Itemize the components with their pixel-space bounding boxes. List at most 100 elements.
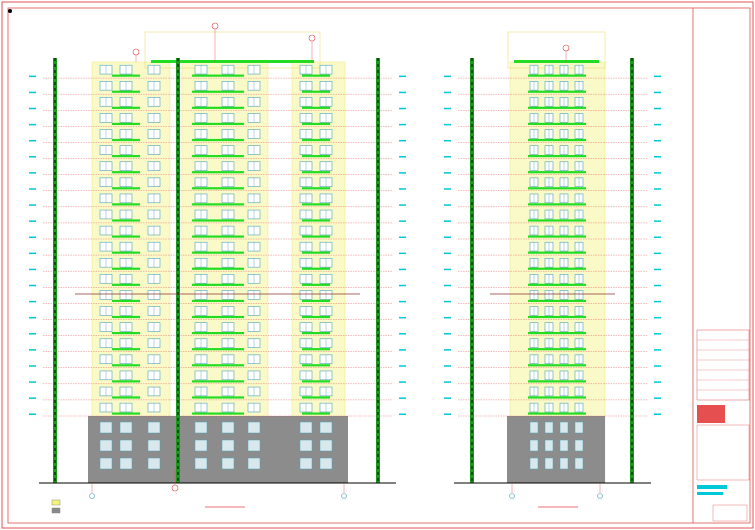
balcony-rail <box>192 412 244 415</box>
level-marker <box>29 188 36 190</box>
balcony-rail <box>112 332 140 335</box>
balcony-rail <box>112 283 140 286</box>
roof-slab <box>151 60 314 63</box>
balcony-rail <box>528 106 586 109</box>
balcony-rail <box>112 364 140 367</box>
level-marker <box>399 220 406 222</box>
level-marker <box>399 156 406 158</box>
base-window <box>221 457 235 470</box>
balcony-rail <box>302 219 330 222</box>
balcony-rail <box>302 396 330 399</box>
level-marker <box>444 300 451 303</box>
level-marker <box>29 172 36 174</box>
level-marker <box>654 349 661 351</box>
level-marker <box>444 397 451 399</box>
balcony-rail <box>528 283 586 286</box>
balcony-rail <box>528 299 586 303</box>
balcony-rail <box>528 90 586 93</box>
balcony-rail <box>192 171 244 174</box>
annotation-balloon <box>171 484 179 492</box>
level-marker <box>444 156 451 158</box>
base-window <box>544 421 554 434</box>
base-window <box>221 421 235 434</box>
balcony-rail <box>302 315 330 319</box>
level-marker <box>444 413 451 415</box>
legend-swatch <box>51 499 61 506</box>
title-block-stamp <box>697 405 725 423</box>
balcony-rail <box>302 90 330 93</box>
balcony-rail <box>302 235 330 238</box>
level-marker <box>29 413 36 415</box>
level-marker <box>444 75 451 78</box>
balcony-rail <box>192 364 244 367</box>
level-marker <box>29 333 36 335</box>
balcony-rail <box>528 187 586 190</box>
balcony-rail <box>528 332 586 335</box>
level-marker <box>444 349 451 351</box>
roof-slab <box>514 60 599 63</box>
balcony-rail <box>302 155 330 158</box>
balcony-rail <box>192 267 244 270</box>
level-marker <box>654 91 661 94</box>
balcony-rail <box>192 106 244 109</box>
base-window <box>529 421 539 434</box>
balcony-rail <box>302 138 330 142</box>
balcony-rail <box>112 74 140 77</box>
level-marker <box>399 123 406 126</box>
balcony-rail <box>192 219 244 222</box>
balcony-rail <box>528 251 586 254</box>
base-window <box>319 439 333 452</box>
level-marker <box>29 91 36 94</box>
roof-crown <box>507 31 606 69</box>
level-marker <box>654 284 661 287</box>
level-marker <box>444 252 451 255</box>
balcony-rail <box>112 267 140 270</box>
base-window <box>544 457 554 470</box>
grid-bubble <box>597 493 603 499</box>
title-block <box>696 329 750 522</box>
balcony-rail <box>528 122 586 126</box>
title-block-project-label <box>697 485 727 489</box>
level-marker <box>654 252 661 255</box>
base-window <box>247 457 261 470</box>
balcony-rail <box>528 155 586 158</box>
base-window <box>299 439 313 452</box>
level-marker <box>399 268 406 271</box>
balcony-rail <box>302 364 330 367</box>
annotation-balloon <box>308 34 316 42</box>
level-marker <box>29 397 36 399</box>
level-marker <box>399 381 406 383</box>
title-block-table <box>696 329 750 401</box>
grid-bubble <box>509 493 515 499</box>
balcony-rail <box>112 380 140 383</box>
base-window <box>119 457 133 470</box>
balcony-rail <box>192 74 244 77</box>
level-marker <box>399 188 406 190</box>
level-marker <box>654 333 661 335</box>
title-block-sheet-label <box>697 492 723 495</box>
title-block-notes <box>696 424 750 481</box>
balcony-rail <box>528 380 586 383</box>
level-marker <box>399 236 406 238</box>
level-marker <box>654 75 661 78</box>
balcony-rail <box>112 187 140 190</box>
balcony-rail <box>302 74 330 77</box>
level-marker <box>399 107 406 110</box>
balcony-rail <box>192 251 244 254</box>
balcony-rail <box>528 138 586 142</box>
balcony-rail <box>192 299 244 303</box>
base-window <box>194 439 208 452</box>
balcony-rail <box>528 219 586 222</box>
level-marker <box>399 139 406 142</box>
base-window <box>247 439 261 452</box>
base-window <box>147 439 161 452</box>
base-window <box>299 421 313 434</box>
balcony-rail <box>112 396 140 399</box>
level-marker <box>654 220 661 222</box>
balcony-rail <box>112 90 140 93</box>
material-legend <box>51 499 61 514</box>
level-marker <box>29 107 36 110</box>
base-window <box>147 421 161 434</box>
level-marker <box>399 204 406 206</box>
